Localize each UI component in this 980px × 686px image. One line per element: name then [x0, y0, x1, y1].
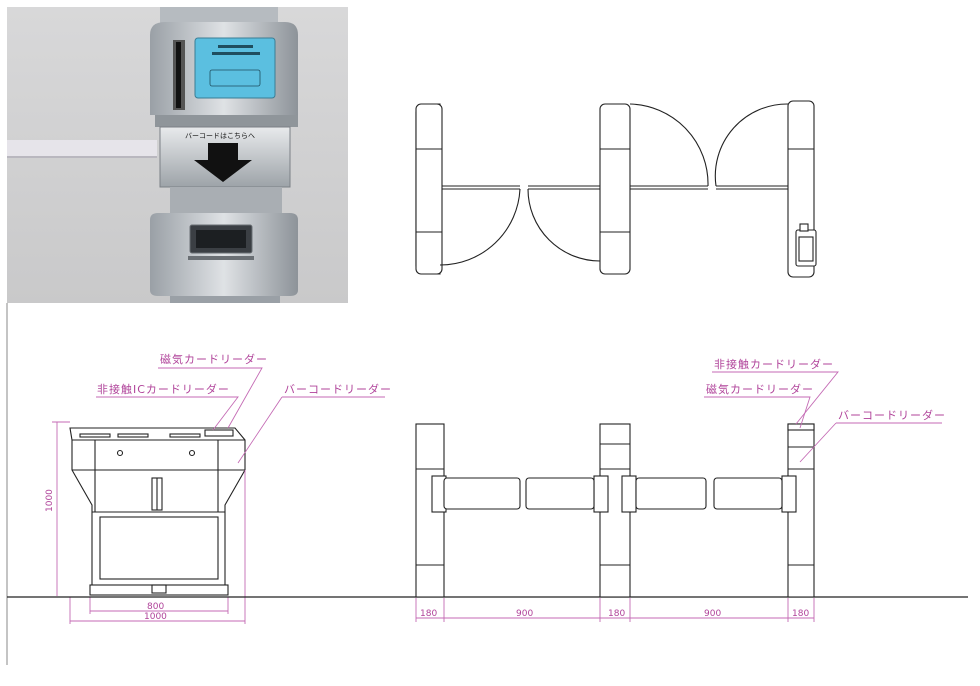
label-barcode-reader: バーコードリーダー: [284, 382, 392, 396]
side-elevation: 非接触カードリーダー 磁気カードリーダー バーコードリーダー 180 900 1…: [415, 357, 946, 622]
dim-outer-width: 1000: [144, 612, 167, 622]
label-barcode-reader-side: バーコードリーダー: [838, 408, 946, 422]
product-photo: バーコードはこちらへ: [7, 7, 348, 303]
label-contactless-card-reader: 非接触カードリーダー: [714, 357, 834, 371]
dim-inner-width: 800: [147, 602, 164, 612]
front-elevation: 磁気カードリーダー 非接触ICカードリーダー バーコードリーダー 1000 80…: [45, 352, 392, 624]
dim-post-3: 180: [792, 609, 809, 619]
barcode-sign: バーコードはこちらへ: [185, 132, 255, 140]
label-magnetic-card-reader: 磁気カードリーダー: [160, 352, 268, 366]
dim-lane-1: 900: [516, 609, 533, 619]
dim-post-1: 180: [420, 609, 437, 619]
label-ic-card-reader: 非接触ICカードリーダー: [97, 382, 230, 396]
down-arrow-icon: [194, 143, 252, 182]
dim-height: 1000: [45, 489, 55, 512]
label-magnetic-card-reader-side: 磁気カードリーダー: [706, 382, 814, 396]
dim-post-2: 180: [608, 609, 625, 619]
plan-view: [415, 100, 817, 278]
dim-lane-2: 900: [704, 609, 721, 619]
